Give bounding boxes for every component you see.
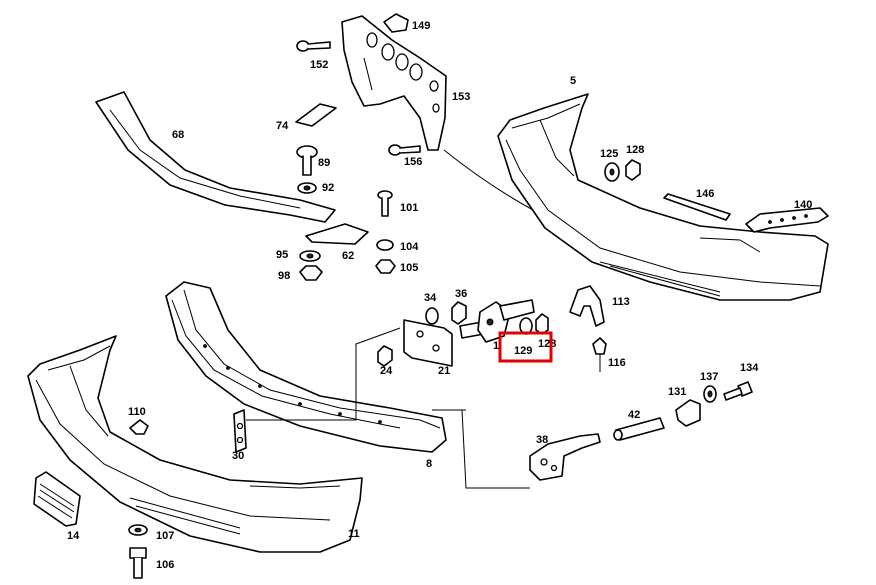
label-131: 131 [668, 386, 686, 398]
label-129: 129 [514, 345, 532, 357]
label-105: 105 [400, 262, 418, 274]
part-74-clip [295, 103, 337, 127]
label-110: 110 [128, 406, 146, 418]
label-98: 98 [278, 270, 290, 282]
part-105-nut [375, 259, 396, 274]
part-5-bumper-cover [497, 93, 829, 301]
part-156-screw [388, 144, 421, 156]
part-140-trim-strip [745, 207, 829, 233]
part-146-strip [663, 193, 731, 221]
label-104: 104 [400, 241, 419, 253]
label-68: 68 [172, 129, 184, 141]
part-1-impact-absorber [459, 299, 535, 343]
label-128-upper: 128 [626, 144, 644, 156]
part-128-nut-lower [535, 313, 549, 335]
label-128-lower: 128 [538, 338, 556, 350]
part-104-washer [376, 239, 394, 251]
label-34: 34 [424, 292, 437, 304]
label-140: 140 [794, 199, 812, 211]
label-116: 116 [608, 357, 626, 369]
label-134: 134 [740, 362, 759, 374]
part-153-bracket-plate [341, 15, 447, 151]
label-92: 92 [322, 182, 334, 194]
part-68-trim-strip [95, 91, 336, 223]
label-42: 42 [628, 409, 640, 421]
label-125: 125 [600, 148, 618, 160]
part-128-nut-upper [625, 159, 641, 181]
part-14-grille [33, 471, 81, 527]
label-101: 101 [400, 202, 418, 214]
label-95: 95 [276, 249, 288, 261]
part-11-bumper-cover [27, 335, 363, 553]
part-106-bolt [129, 547, 147, 579]
label-152: 152 [310, 59, 328, 71]
label-21: 21 [438, 365, 450, 377]
highlight-box-129 [498, 331, 553, 363]
part-34-washer [425, 307, 439, 325]
part-113-bracket [569, 285, 605, 327]
label-24: 24 [380, 365, 393, 377]
part-101-screw [377, 190, 393, 217]
label-5: 5 [570, 75, 576, 87]
label-74: 74 [276, 120, 289, 132]
label-156: 156 [404, 156, 422, 168]
label-153: 153 [452, 91, 470, 103]
label-149: 149 [412, 20, 430, 32]
part-8-reinforcement-beam [165, 281, 447, 453]
part-116-clip [592, 337, 607, 372]
label-89: 89 [318, 157, 330, 169]
part-62-trim-piece [305, 223, 369, 245]
part-42-tube [613, 417, 665, 441]
label-146: 146 [696, 188, 714, 200]
label-62: 62 [342, 250, 354, 262]
label-30: 30 [232, 450, 244, 462]
part-134-bolt [723, 381, 753, 401]
part-labels: 5 8 11 14 21 24 30 34 36 38 42 62 68 74 … [67, 20, 812, 571]
part-30-bracket [233, 409, 247, 453]
label-36: 36 [455, 288, 467, 300]
part-149-clip [383, 13, 409, 33]
label-137: 137 [700, 371, 718, 383]
label-38: 38 [536, 434, 548, 446]
part-24-nut [377, 345, 393, 367]
part-110-clip [129, 419, 149, 435]
part-21-mounting-bracket [403, 319, 453, 367]
leader-lines [246, 327, 530, 489]
label-107: 107 [156, 530, 174, 542]
label-8: 8 [426, 458, 432, 470]
part-131-block [675, 399, 701, 427]
part-98-nut [299, 265, 323, 281]
label-106: 106 [156, 559, 174, 571]
label-11: 11 [348, 528, 360, 540]
label-1: 1 [493, 340, 499, 352]
part-152-screw [296, 40, 331, 52]
label-113: 113 [612, 296, 630, 308]
part-38-tow-bracket [529, 433, 601, 481]
label-14: 14 [67, 530, 80, 542]
part-36-nut [451, 301, 467, 325]
part-89-push-pin [296, 145, 318, 176]
